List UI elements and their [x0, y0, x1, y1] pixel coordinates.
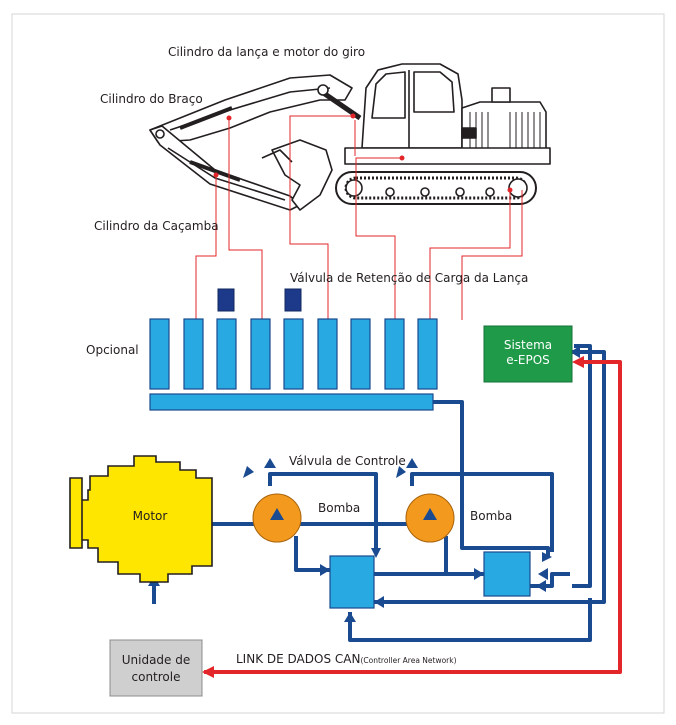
check-valve-arm — [217, 288, 235, 312]
arrow-up — [406, 458, 418, 468]
epos-system: Sistema e-EPOS — [483, 325, 573, 383]
bucket-cylinder-rod — [189, 160, 241, 182]
arrow-up — [344, 612, 356, 622]
epos-return — [572, 344, 592, 588]
engine: Motor — [69, 455, 213, 583]
control-unit-label-line2: controle — [132, 670, 181, 684]
counterweight-badge — [461, 127, 477, 139]
can-line — [204, 360, 622, 674]
pump-r-top — [410, 472, 554, 552]
line-swing-motor-1 — [355, 157, 402, 320]
hydraulic-lines — [152, 344, 606, 642]
idler-wheel — [345, 179, 363, 197]
upper-frame — [344, 147, 551, 165]
valve-spool — [149, 318, 170, 390]
arrow-left — [570, 346, 580, 358]
pump-l-top — [268, 472, 378, 548]
engine-fan — [69, 477, 83, 549]
exhaust-stack — [491, 87, 511, 103]
pump-right-label: Bomba — [470, 509, 512, 523]
arrow-left — [536, 580, 546, 592]
pump-left — [252, 493, 302, 543]
roller-1 — [385, 187, 395, 197]
valve-spool — [216, 318, 237, 390]
line-bucket-cylinder — [195, 175, 217, 320]
label-optional: Opcional — [86, 343, 139, 357]
can-data-link — [204, 360, 622, 674]
label-control-valve: Válvula de Controle — [289, 454, 406, 468]
can-arrow-epos — [572, 356, 584, 368]
can-link-note: (Controller Area Network) — [360, 656, 456, 665]
excavator-illustration — [149, 63, 551, 211]
control-unit-box — [109, 639, 203, 697]
label-arm-cylinder: Cilindro do Braço — [100, 92, 203, 106]
valve-spool — [384, 318, 405, 390]
arrow-right — [474, 568, 484, 580]
arrow-left — [374, 596, 384, 608]
control-unit-label-line1: Unidade de — [122, 653, 191, 667]
cab-window-side — [413, 71, 455, 113]
cab-window-front — [371, 71, 406, 119]
control-valve-right — [483, 551, 531, 597]
label-boom-check-valve: Válvula de Retenção de Carga da Lança — [290, 271, 528, 285]
label-can-link: LINK DE DADOS CAN(Controller Area Networ… — [236, 652, 457, 666]
epos-box — [483, 325, 573, 383]
pump-l-to-valve — [294, 536, 330, 572]
sprocket-wheel — [508, 178, 528, 198]
valve-spool — [283, 318, 304, 390]
line-travel-2 — [461, 190, 523, 320]
pump-left-label: Bomba — [318, 501, 360, 515]
valve-manifold — [149, 393, 434, 411]
epos-label-line1: Sistema — [504, 338, 552, 352]
arrow-right — [320, 564, 330, 576]
line-arm-cylinder — [228, 118, 263, 320]
bottom-return — [348, 598, 592, 642]
arrow-up — [264, 458, 276, 468]
label-boom-cylinder-swing: Cilindro da lança e motor do giro — [168, 45, 365, 59]
can-arrow-left — [202, 666, 214, 678]
can-link-text: LINK DE DADOS CAN — [236, 652, 360, 666]
control-unit: Unidade de controle — [109, 639, 203, 697]
roller-4 — [485, 187, 495, 197]
valve-spool — [350, 318, 371, 390]
arm-cylinder-rod — [179, 106, 233, 130]
sensor-lines — [195, 115, 523, 320]
valve-spool — [250, 318, 271, 390]
label-bucket-cylinder: Cilindro da Caçamba — [94, 219, 219, 233]
arrow-up — [243, 466, 254, 478]
pump-right-triangle — [423, 508, 437, 520]
roller-3 — [455, 187, 465, 197]
valve-bank — [149, 288, 438, 411]
boom — [149, 74, 353, 143]
arrow-left — [538, 568, 548, 580]
valve-spool — [317, 318, 338, 390]
line-travel-1 — [429, 190, 511, 320]
roller-2 — [420, 187, 430, 197]
bucket-link — [261, 149, 293, 163]
boom-pivot — [317, 84, 329, 96]
line-boom-cylinder — [289, 115, 353, 320]
valve-spools — [149, 318, 438, 390]
check-valve-boom — [284, 288, 302, 312]
pump-r-to-valve — [444, 536, 484, 576]
manifold-to-right-valve-1 — [433, 400, 550, 556]
track — [335, 171, 537, 205]
arrow-up — [396, 466, 406, 478]
arm-inner-line — [167, 147, 286, 201]
arm-pivot — [155, 129, 165, 139]
arrow-down — [371, 548, 381, 558]
valve-spool — [417, 318, 438, 390]
frame — [11, 13, 665, 714]
epos-label-line2: e-EPOS — [506, 353, 550, 367]
control-valve-left — [329, 555, 375, 609]
pump-right — [405, 493, 455, 543]
valve-spool — [183, 318, 204, 390]
arrow-right — [542, 552, 552, 562]
engine-label: Motor — [133, 509, 168, 523]
pump-left-triangle — [270, 508, 284, 520]
right-valve-loop — [530, 572, 570, 588]
